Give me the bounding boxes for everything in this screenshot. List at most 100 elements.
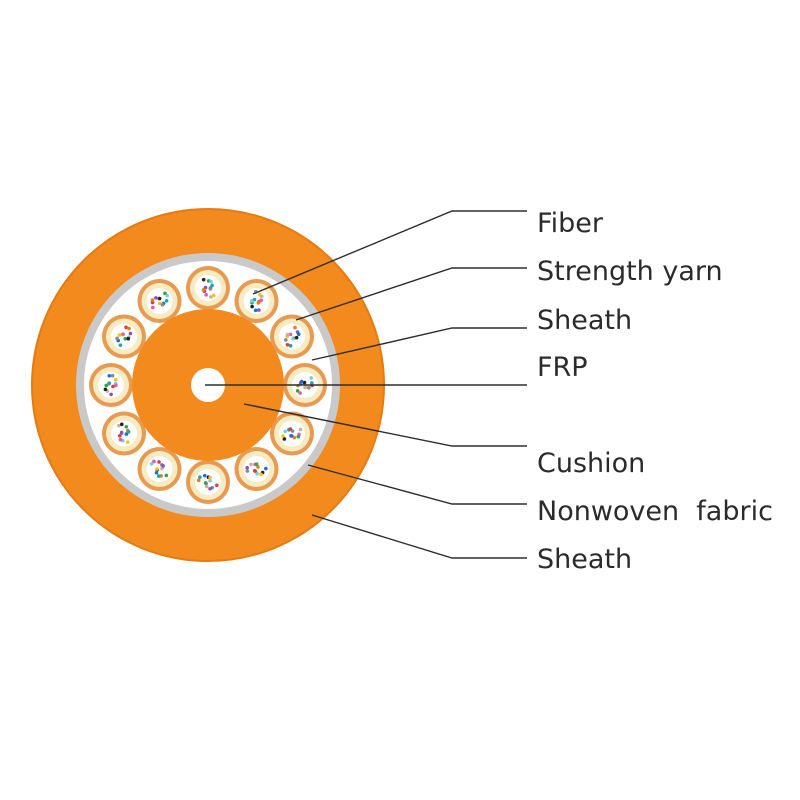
fiber: [158, 301, 162, 306]
fiber: [157, 460, 161, 464]
unit-core: [98, 372, 124, 398]
fiber: [283, 429, 288, 434]
fiber: [281, 434, 285, 438]
leader-sheath-outer: [311, 514, 527, 559]
fiber: [164, 298, 169, 303]
fiber: [203, 481, 208, 485]
fiber-unit: [89, 363, 133, 407]
fiber: [245, 465, 249, 470]
fiber-unit: [186, 460, 230, 504]
fiber: [127, 326, 131, 331]
fiber: [115, 336, 119, 341]
fiber: [204, 484, 209, 489]
fiber: [309, 376, 314, 380]
fiber: [294, 335, 299, 340]
fiber: [298, 427, 303, 432]
unit-core: [279, 420, 306, 447]
fiber: [156, 474, 161, 478]
fiber: [255, 471, 259, 476]
label-nonwoven-fabric: Nonwoven fabric: [537, 496, 773, 527]
unit-core: [110, 323, 137, 350]
fiber: [196, 478, 201, 483]
fiber: [117, 433, 122, 438]
fiber: [124, 325, 128, 330]
fiber-unit: [137, 278, 182, 323]
fiber: [210, 283, 214, 288]
fiber: [117, 423, 121, 428]
fiber: [150, 298, 155, 302]
unit-core: [110, 420, 137, 447]
fiber: [154, 470, 159, 475]
fiber: [264, 466, 268, 471]
fiber: [291, 336, 295, 341]
fiber: [104, 383, 109, 388]
fiber: [282, 437, 287, 441]
fiber: [296, 332, 301, 336]
leader-nonwoven-fabric: [307, 464, 527, 505]
unit-core: [195, 275, 221, 301]
fiber: [160, 466, 164, 471]
fiber: [204, 293, 208, 297]
leader-strength-yarn: [295, 267, 527, 321]
unit-core: [243, 456, 270, 483]
fiber: [295, 389, 300, 393]
fiber: [155, 467, 159, 471]
leader-sheath-unit: [311, 327, 527, 361]
fiber: [285, 342, 290, 347]
fiber: [125, 440, 130, 444]
fiber: [110, 373, 115, 378]
leader-cushion: [243, 403, 527, 447]
fiber: [117, 333, 122, 337]
fiber: [288, 343, 293, 348]
fiber: [150, 305, 155, 310]
fiber: [154, 296, 158, 300]
label-fiber: Fiber: [537, 208, 604, 239]
fiber: [120, 422, 124, 427]
unit-core: [243, 287, 270, 314]
fiber: [254, 462, 259, 467]
fiber: [292, 435, 297, 440]
fiber: [252, 297, 257, 302]
label-strength-yarn: Strength yarn: [537, 256, 723, 287]
label-sheath-unit: Sheath: [537, 305, 632, 336]
fiber: [289, 434, 293, 438]
fiber: [285, 332, 290, 337]
fiber: [201, 277, 206, 282]
fiber-unit: [234, 278, 279, 323]
fiber: [209, 279, 213, 284]
fiber: [198, 475, 202, 480]
fiber: [118, 343, 123, 347]
unit-core: [146, 287, 173, 314]
fiber: [215, 483, 219, 488]
fiber: [121, 332, 125, 336]
fiber: [107, 373, 112, 378]
fiber: [119, 430, 124, 435]
fiber: [164, 473, 169, 478]
fiber: [103, 387, 108, 392]
fiber: [288, 332, 293, 337]
fiber-unit: [101, 411, 146, 456]
leader-fiber: [252, 210, 527, 295]
unit-core: [146, 456, 173, 483]
fiber: [165, 293, 170, 298]
fiber-units: [89, 266, 327, 504]
fiber: [113, 383, 118, 388]
fiber: [208, 287, 213, 291]
fiber: [288, 427, 293, 431]
fiber: [208, 486, 212, 491]
fiber: [126, 430, 131, 434]
fiber: [163, 291, 167, 296]
fiber: [283, 338, 288, 342]
fiber: [253, 308, 258, 313]
fiber: [302, 380, 307, 385]
fiber: [209, 295, 213, 299]
fiber: [256, 465, 260, 469]
fiber: [259, 294, 264, 299]
fiber: [149, 462, 154, 466]
fiber: [124, 424, 129, 429]
fiber: [109, 392, 113, 397]
fiber: [307, 386, 311, 390]
fiber: [299, 379, 304, 384]
fiber: [126, 336, 131, 341]
